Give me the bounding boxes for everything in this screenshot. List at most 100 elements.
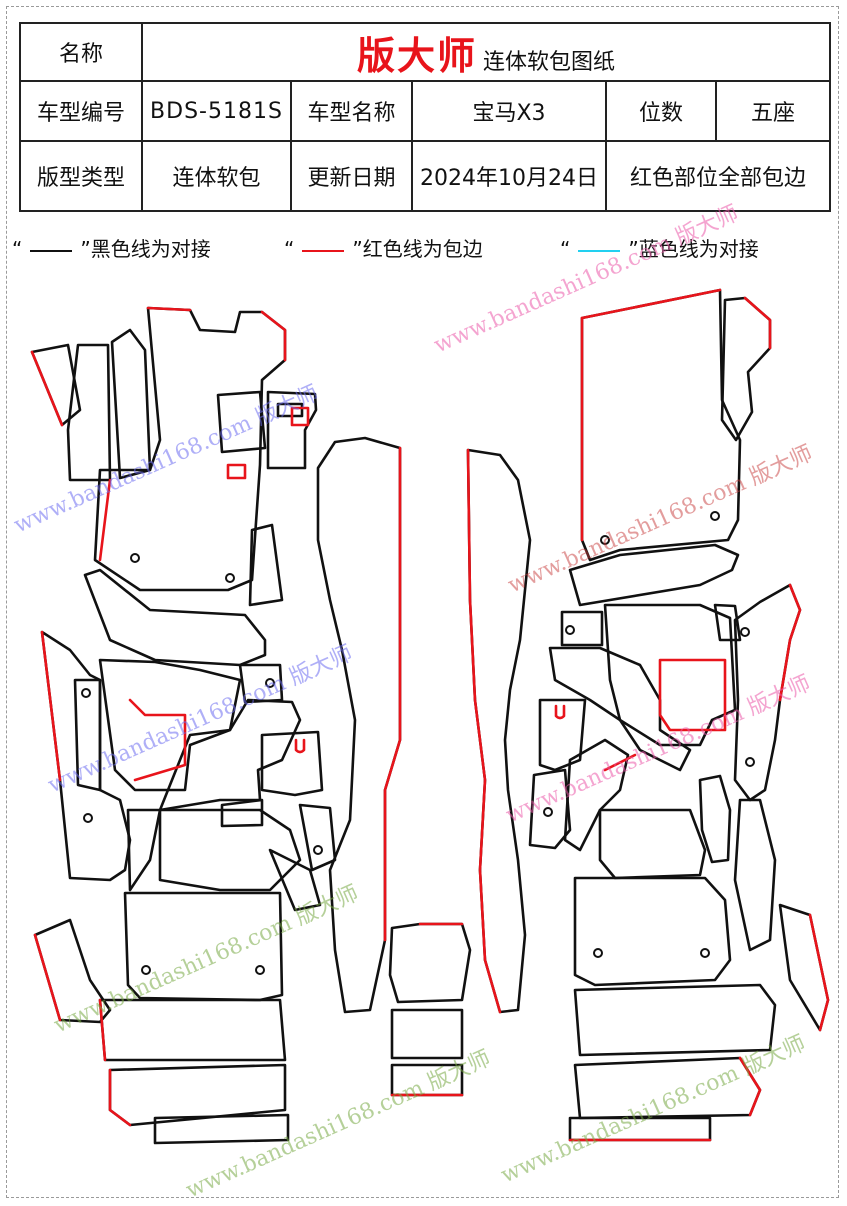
edge-segment bbox=[30, 350, 64, 427]
legend-blue: “”蓝色线为对接 bbox=[560, 237, 759, 261]
hole bbox=[600, 535, 610, 545]
edge-segment bbox=[743, 296, 772, 350]
hole bbox=[83, 813, 93, 823]
hole bbox=[255, 965, 265, 975]
hole bbox=[225, 573, 235, 583]
edge-segment bbox=[738, 1056, 762, 1117]
edge-segment bbox=[658, 658, 727, 732]
hole bbox=[565, 625, 575, 635]
edge-segment bbox=[580, 288, 722, 320]
hole bbox=[700, 948, 710, 958]
edge-segment bbox=[128, 698, 187, 782]
edge-segment bbox=[98, 998, 107, 1062]
edge-segment bbox=[808, 913, 830, 1032]
hole bbox=[265, 678, 275, 688]
brand-subtitle: 连体软包图纸 bbox=[483, 49, 616, 75]
pattern-piece bbox=[573, 876, 732, 987]
pattern-piece bbox=[216, 390, 267, 454]
pattern-piece bbox=[733, 583, 802, 802]
edge-segment bbox=[108, 1068, 132, 1127]
pattern-piece bbox=[548, 646, 692, 772]
pattern-piece bbox=[713, 603, 742, 642]
pattern-piece bbox=[560, 610, 604, 647]
black-line-swatch bbox=[30, 249, 73, 252]
title-cell: 版大师连体软包图纸 bbox=[140, 22, 832, 82]
pattern-piece bbox=[73, 678, 102, 792]
model-code: BDS-5181S bbox=[141, 80, 292, 142]
pattern-piece bbox=[298, 803, 337, 872]
edge-segment bbox=[40, 630, 62, 782]
edge-segment bbox=[294, 738, 306, 754]
pattern-piece bbox=[40, 630, 132, 882]
pattern-piece bbox=[388, 922, 472, 1004]
pattern-piece bbox=[238, 663, 284, 704]
pattern-piece bbox=[698, 774, 732, 864]
pattern-piece bbox=[126, 808, 162, 892]
model-name: 宝马X3 bbox=[411, 80, 607, 142]
model-code-label: 车型编号 bbox=[19, 80, 143, 142]
pattern-piece bbox=[110, 328, 152, 480]
edge-segment bbox=[603, 753, 637, 772]
seats-value: 五座 bbox=[714, 80, 832, 142]
pattern-piece bbox=[573, 983, 777, 1057]
pattern-piece bbox=[66, 343, 112, 482]
pattern-piece bbox=[528, 768, 572, 850]
line-legend: “”黑色线为对接 “”红色线为包边 “”蓝色线为对接 bbox=[8, 234, 838, 264]
pattern-piece bbox=[563, 738, 630, 852]
edge-segment bbox=[778, 583, 802, 702]
pattern-piece bbox=[538, 698, 587, 772]
edge-segment bbox=[98, 478, 112, 562]
pattern-piece bbox=[158, 808, 302, 892]
pattern-piece bbox=[733, 798, 777, 952]
pattern-drawing bbox=[30, 288, 830, 1145]
hole bbox=[745, 757, 755, 767]
pattern-piece bbox=[220, 798, 264, 828]
pattern-piece bbox=[598, 808, 707, 880]
brand-title: 版大师 bbox=[357, 33, 478, 78]
blue-line-swatch bbox=[578, 249, 621, 252]
red-line-swatch bbox=[302, 249, 345, 252]
model-name-label: 车型名称 bbox=[290, 80, 413, 142]
title-block: 名称 版大师连体软包图纸 车型编号 BDS-5181S 车型名称 宝马X3 位数… bbox=[19, 22, 832, 212]
legend-red: “”红色线为包边 bbox=[284, 237, 483, 261]
edge-note: 红色部位全部包边 bbox=[604, 140, 832, 212]
legend-black: “”黑色线为对接 bbox=[12, 237, 211, 261]
hole bbox=[130, 553, 140, 563]
edge-segment bbox=[554, 704, 566, 720]
edge-segment bbox=[226, 463, 247, 480]
hole bbox=[593, 948, 603, 958]
update-date: 2024年10月24日 bbox=[411, 140, 607, 212]
pattern-piece bbox=[580, 288, 742, 562]
hole bbox=[81, 688, 91, 698]
pattern-piece bbox=[158, 698, 302, 812]
edge-segment bbox=[466, 448, 502, 1014]
pattern-piece bbox=[268, 848, 322, 912]
edge-segment bbox=[290, 406, 310, 427]
pattern-piece bbox=[93, 306, 287, 592]
hole bbox=[543, 807, 553, 817]
edge-segment bbox=[383, 446, 402, 942]
pattern-piece bbox=[260, 730, 324, 797]
hole bbox=[141, 965, 151, 975]
pattern-piece bbox=[248, 523, 284, 607]
pattern-piece bbox=[266, 390, 318, 470]
pattern-type-value: 连体软包 bbox=[141, 140, 292, 212]
pattern-piece bbox=[83, 568, 267, 667]
pattern-piece bbox=[276, 402, 304, 418]
update-date-label: 更新日期 bbox=[290, 140, 413, 212]
pattern-piece bbox=[390, 1008, 464, 1060]
hole bbox=[313, 845, 323, 855]
pattern-piece bbox=[316, 436, 402, 1014]
hole bbox=[740, 627, 750, 637]
pattern-type-label: 版型类型 bbox=[19, 140, 143, 212]
pattern-piece bbox=[153, 1113, 290, 1145]
name-label: 名称 bbox=[19, 22, 143, 82]
edge-segment bbox=[33, 933, 62, 1022]
drawing-sheet bbox=[6, 6, 839, 1198]
pattern-piece bbox=[568, 543, 740, 607]
pattern-piece bbox=[98, 658, 242, 792]
edge-segment bbox=[146, 306, 192, 312]
hole bbox=[710, 511, 720, 521]
edge-segment bbox=[260, 310, 287, 362]
pattern-piece bbox=[466, 448, 532, 1014]
